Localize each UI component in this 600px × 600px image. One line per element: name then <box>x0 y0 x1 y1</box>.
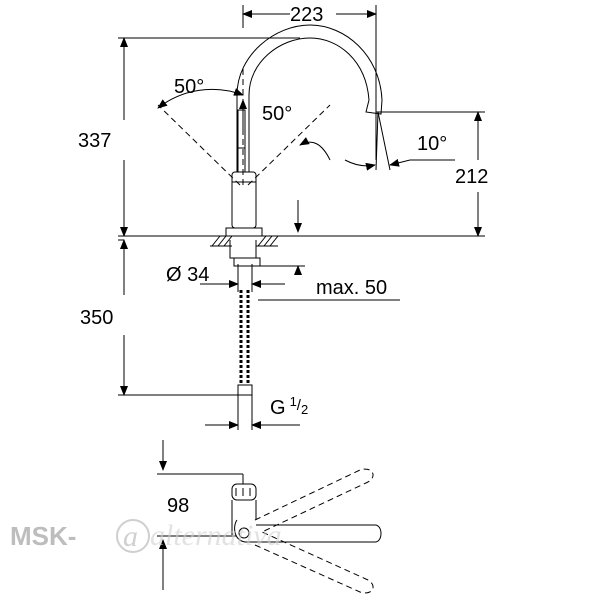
faucet-base <box>225 227 263 237</box>
aerator <box>365 99 383 115</box>
dim-hose-350: 350 <box>80 307 113 329</box>
thread-den: 2 <box>301 402 308 417</box>
plan-handle <box>231 500 257 535</box>
dimension-lines <box>118 5 485 429</box>
faucet-elevation <box>225 24 383 290</box>
svg-text:a: a <box>123 520 138 553</box>
spout-inner <box>248 37 370 175</box>
watermark-at-logo: a <box>116 519 150 553</box>
countertop <box>118 235 485 247</box>
mounting-nut <box>229 240 257 259</box>
thread-letter: G <box>270 397 286 419</box>
watermark-script: alternativa <box>150 519 282 552</box>
plan-swing-up <box>254 468 374 533</box>
dim-angle-right: 50° <box>262 103 292 125</box>
plan-spout <box>234 519 382 543</box>
dim-max-50: max. 50 <box>316 277 387 299</box>
plan-swing-down <box>254 531 374 594</box>
dim-plan-98: 98 <box>167 495 189 517</box>
dim-height-337: 337 <box>78 130 111 152</box>
spout-outer <box>236 24 383 175</box>
thread-num: 1 <box>290 394 297 409</box>
dim-diameter: Ø 34 <box>166 264 209 286</box>
dim-spout-212: 212 <box>455 166 488 188</box>
dim-width-223: 223 <box>290 4 323 26</box>
faucet-body <box>231 171 257 229</box>
faucet-plan-view <box>157 440 382 594</box>
watermark-brand: MSK- <box>10 521 76 551</box>
supply-hose <box>237 290 253 430</box>
dim-angle-left: 50° <box>174 76 204 98</box>
dim-angle-spout: 10° <box>417 133 447 155</box>
handle-lever <box>237 109 246 173</box>
